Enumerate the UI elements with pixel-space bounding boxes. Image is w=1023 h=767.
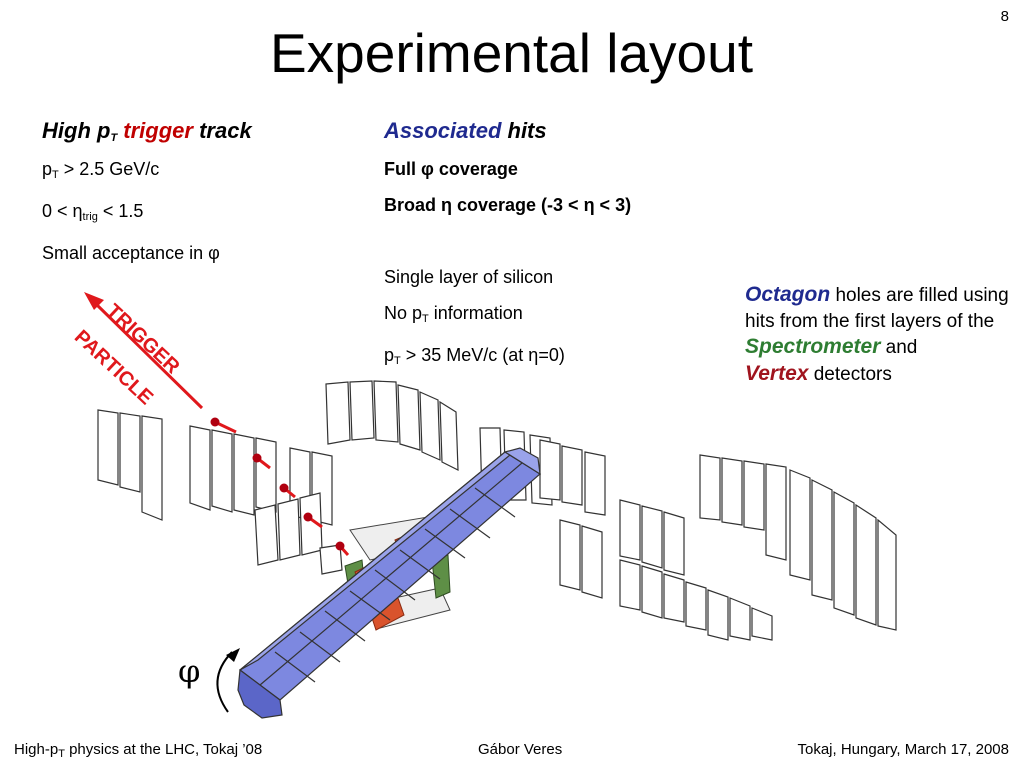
middle-column: Associated hits Full φ coverage Broad η … (384, 118, 631, 372)
slide-title: Experimental layout (269, 22, 754, 84)
eta-subscript: trig (82, 211, 98, 223)
pt-subscript: T (52, 169, 59, 181)
acceptance-line: Small acceptance in φ (42, 243, 220, 263)
pt-threshold-text: p (384, 345, 395, 365)
associated-hits-heading: Associated hits (384, 118, 631, 144)
octagon-beam-pipe (237, 447, 542, 719)
no-pt-info: information (428, 303, 523, 323)
phi-coverage-line: Full φ coverage (384, 159, 518, 179)
heading-track-word: track (192, 118, 252, 143)
heading-subscript: T (110, 132, 118, 144)
note-text-3: detectors (808, 363, 892, 385)
spectrometer-word: Spectrometer (745, 335, 881, 358)
octagon-note: Octagon holes are filled using hits from… (745, 282, 1015, 387)
pt-threshold-value: > 35 MeV/c (at η=0) (400, 345, 565, 365)
no-pt-text: No p (384, 303, 423, 323)
heading-trigger-word: trigger (123, 118, 193, 143)
pt-text: p (42, 159, 53, 179)
heading-text: High p (42, 118, 111, 143)
left-column: High pT trigger track pT > 2.5 GeV/c 0 <… (42, 118, 252, 264)
phi-arrowhead-icon (226, 648, 240, 662)
note-text-2: and (880, 337, 918, 358)
no-pt-line: No pT information (384, 302, 631, 330)
phi-symbol: φ (178, 652, 201, 690)
vertex-word: Vertex (745, 361, 809, 385)
pt-value: > 2.5 GeV/c (58, 159, 160, 179)
pt-threshold-line: pT > 35 MeV/c (at η=0) (384, 344, 631, 372)
phi-arc-icon (216, 651, 233, 713)
eta-text: 0 < η (42, 201, 83, 221)
footer-right: Tokaj, Hungary, March 17, 2008 (797, 741, 1009, 758)
eta-cut-line: 0 < ηtrig < 1.5 (42, 200, 252, 228)
note-text-1: holes are filled using hits from the fir… (745, 285, 1009, 332)
footer-left-subscript: T (58, 748, 65, 760)
footer-left-text: High-p (14, 741, 59, 758)
trigger-arrow-icon (84, 292, 204, 410)
right-paddles (539, 439, 897, 641)
silicon-layer-line: Single layer of silicon (384, 267, 554, 287)
hits-word: hits (501, 118, 547, 143)
eta-coverage-line: Broad η coverage (-3 < η < 3) (384, 195, 632, 215)
trigger-track-hits (210, 417, 350, 556)
footer-center: Gábor Veres (478, 741, 563, 758)
front-left-paddles (254, 492, 343, 575)
pt-cut-line: pT > 2.5 GeV/c (42, 158, 252, 186)
octagon-word: Octagon (745, 283, 831, 306)
trigger-track-heading: High pT trigger track (42, 118, 252, 144)
no-pt-subscript: T (422, 313, 429, 325)
associated-word: Associated (384, 118, 502, 143)
footer-left: High-pT physics at the LHC, Tokaj ’08 (14, 741, 262, 760)
footer-left-rest: physics at the LHC, Tokaj ’08 (64, 741, 263, 758)
eta-value: < 1.5 (97, 201, 144, 221)
pt-threshold-subscript: T (394, 355, 401, 367)
slide-number: 8 (1000, 8, 1009, 25)
